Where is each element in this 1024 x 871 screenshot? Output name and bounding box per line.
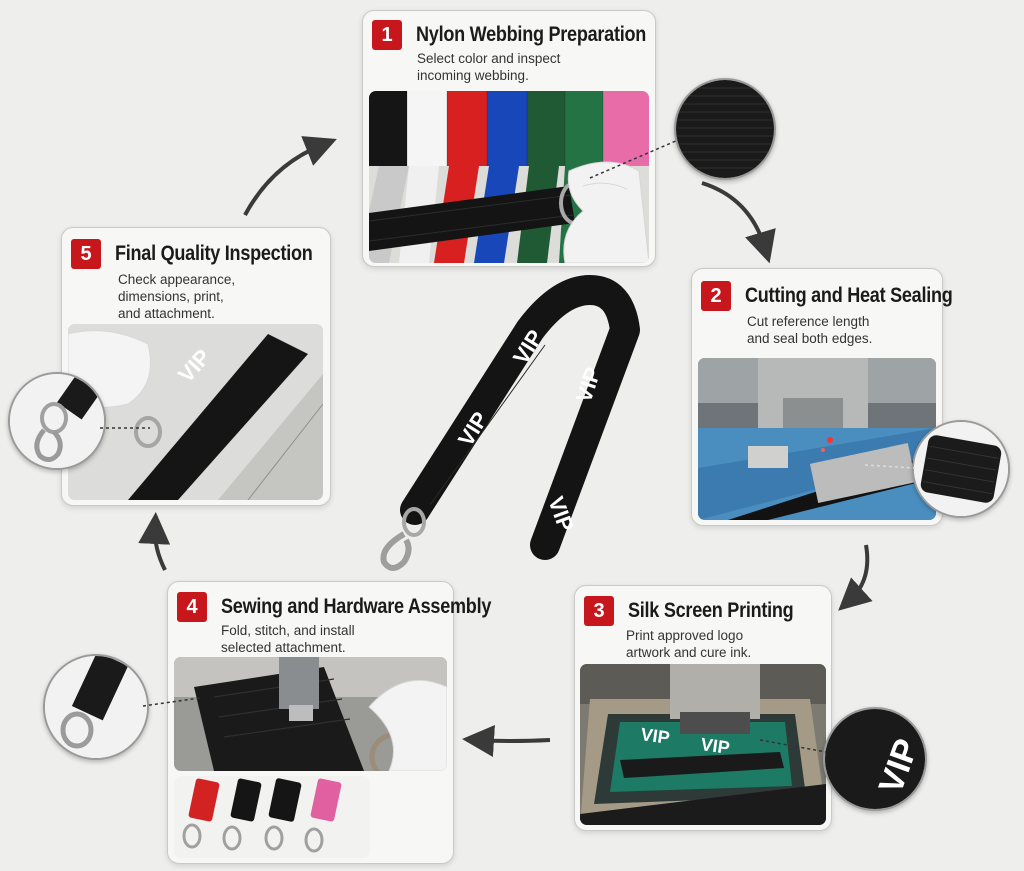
print-sample-text-2: VIP [699,734,731,758]
print-detail-zoom: VIP [823,707,927,811]
step-title-1: Nylon Webbing Preparation [416,23,647,46]
step-badge-4: 4 [177,592,207,622]
sewing-machine-photo [174,657,447,771]
lanyard-hook-icon [380,507,426,571]
webbing-rolls-photo [369,91,649,263]
step-header-1: 1 Nylon Webbing Preparation [372,20,683,50]
step-title-2: Cutting and Heat Sealing [745,284,953,307]
step-header-3: 3 Silk Screen Printing [584,596,820,626]
arrow-5-to-1 [243,136,337,216]
step-desc-5: Check appearance, dimensions, print, and… [118,272,236,321]
arrow-1-to-2 [701,181,776,264]
step-badge-2: 2 [701,281,731,311]
step-desc-4: Fold, stitch, and install selected attac… [221,623,355,655]
webbing-texture-zoom [674,78,776,180]
arrow-2-to-3 [838,544,873,611]
lanyard-strap [400,275,640,560]
print-sample-text-1: VIP [639,724,671,748]
step-title-3: Silk Screen Printing [628,599,794,622]
step-badge-3: 3 [584,596,614,626]
step-desc-3: Print approved logo artwork and cure ink… [626,628,752,660]
step-desc-1: Select color and inspect incoming webbin… [417,51,561,83]
step-title-4: Sewing and Hardware Assembly [221,595,492,618]
step-header-4: 4 Sewing and Hardware Assembly [177,592,535,622]
arrow-4-to-5 [138,512,171,571]
cutting-machine-photo [698,358,936,520]
step-badge-5: 5 [71,239,101,269]
step-desc-2: Cut reference length and seal both edges… [747,314,873,346]
arrow-3-to-4 [462,725,551,757]
attachment-options-photo [174,776,370,858]
step-header-2: 2 Cutting and Heat Sealing [701,281,986,311]
step-title-5: Final Quality Inspection [115,242,313,265]
inspection-photo: VIP [68,324,323,500]
sewn-loop-zoom [43,654,149,760]
sealed-edge-zoom [912,420,1010,518]
step-header-5: 5 Final Quality Inspection [71,239,345,269]
step-badge-1: 1 [372,20,402,50]
